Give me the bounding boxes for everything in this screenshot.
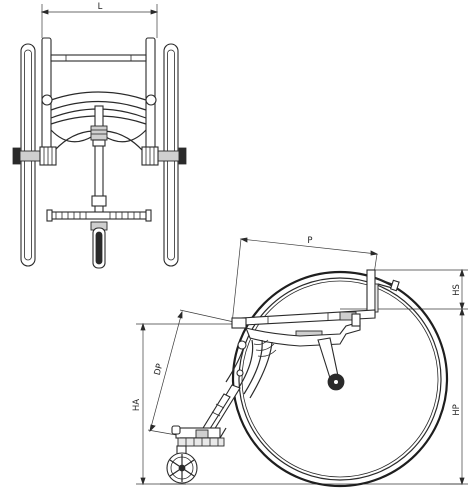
dimension-hs: HS <box>340 268 468 311</box>
front-caster-side <box>166 445 198 484</box>
label-ha: HA <box>132 399 142 411</box>
center-column <box>90 105 108 219</box>
front-view: L <box>12 2 187 269</box>
lower-struts <box>50 129 147 151</box>
label-dp: DP <box>153 363 166 377</box>
front-caster <box>90 221 108 269</box>
label-hp: HP <box>452 404 462 416</box>
anti-tip-wheel <box>317 337 345 391</box>
side-view: P HS HP HA <box>132 236 468 488</box>
rear-wheel-side <box>231 270 449 488</box>
footrest <box>46 209 152 222</box>
axle-left <box>12 146 57 166</box>
dimension-ha: HA <box>132 322 232 486</box>
axle-right <box>141 146 187 166</box>
label-p: P <box>307 236 312 246</box>
frame-side <box>225 311 361 399</box>
footrest-side <box>171 425 227 447</box>
dimension-dp: DP <box>147 309 235 437</box>
dimension-hp: HP <box>440 307 468 486</box>
label-hs: HS <box>452 284 462 296</box>
dimension-l: L <box>40 2 159 38</box>
backrest-bar <box>50 54 147 62</box>
label-l: L <box>98 2 103 12</box>
